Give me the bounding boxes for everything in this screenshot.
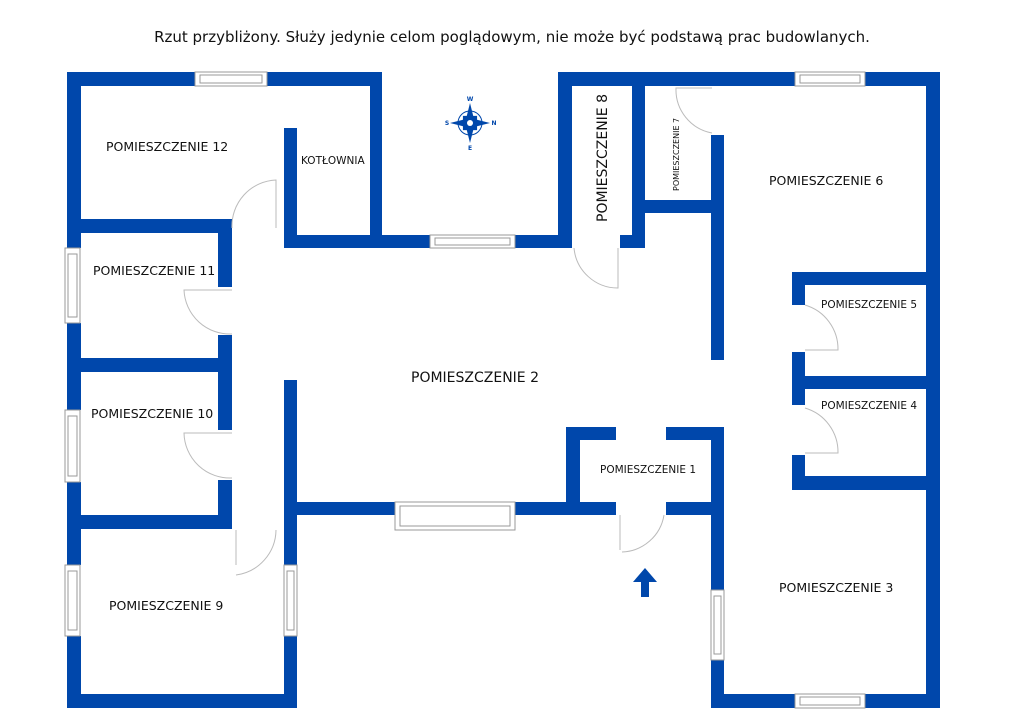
- room-label-10: POMIESZCZENIE 10: [91, 406, 213, 421]
- compass-label-left: S: [445, 120, 449, 127]
- compass-label-bottom: E: [468, 145, 472, 152]
- room-label-9: POMIESZCZENIE 9: [109, 598, 223, 613]
- disclaimer-text: Rzut przybliżony. Służy jedynie celom po…: [154, 28, 870, 46]
- room-label-3: POMIESZCZENIE 3: [779, 580, 893, 595]
- room-label-6: POMIESZCZENIE 6: [769, 173, 883, 188]
- room-label-12: POMIESZCZENIE 12: [106, 139, 228, 154]
- room-label-1: POMIESZCZENIE 1: [600, 464, 696, 476]
- room-labels: POMIESZCZENIE 12 KOTŁOWNIA POMIESZCZENIE…: [91, 94, 917, 613]
- room-label-boiler: KOTŁOWNIA: [301, 155, 365, 167]
- compass-icon: W N E S: [445, 96, 497, 152]
- room-label-4: POMIESZCZENIE 4: [821, 400, 917, 412]
- walls: [67, 72, 940, 708]
- windows: [64, 71, 866, 709]
- room-label-7: POMIESZCZENIE 7: [672, 118, 681, 191]
- room-label-11: POMIESZCZENIE 11: [93, 263, 215, 278]
- room-label-8: POMIESZCZENIE 8: [595, 94, 611, 222]
- room-label-5: POMIESZCZENIE 5: [821, 299, 917, 311]
- room-label-2: POMIESZCZENIE 2: [411, 370, 539, 386]
- compass-label-right: N: [491, 120, 496, 127]
- entrance-arrow-icon: [633, 568, 657, 597]
- doors: [183, 87, 839, 576]
- compass-label-top: W: [467, 96, 474, 103]
